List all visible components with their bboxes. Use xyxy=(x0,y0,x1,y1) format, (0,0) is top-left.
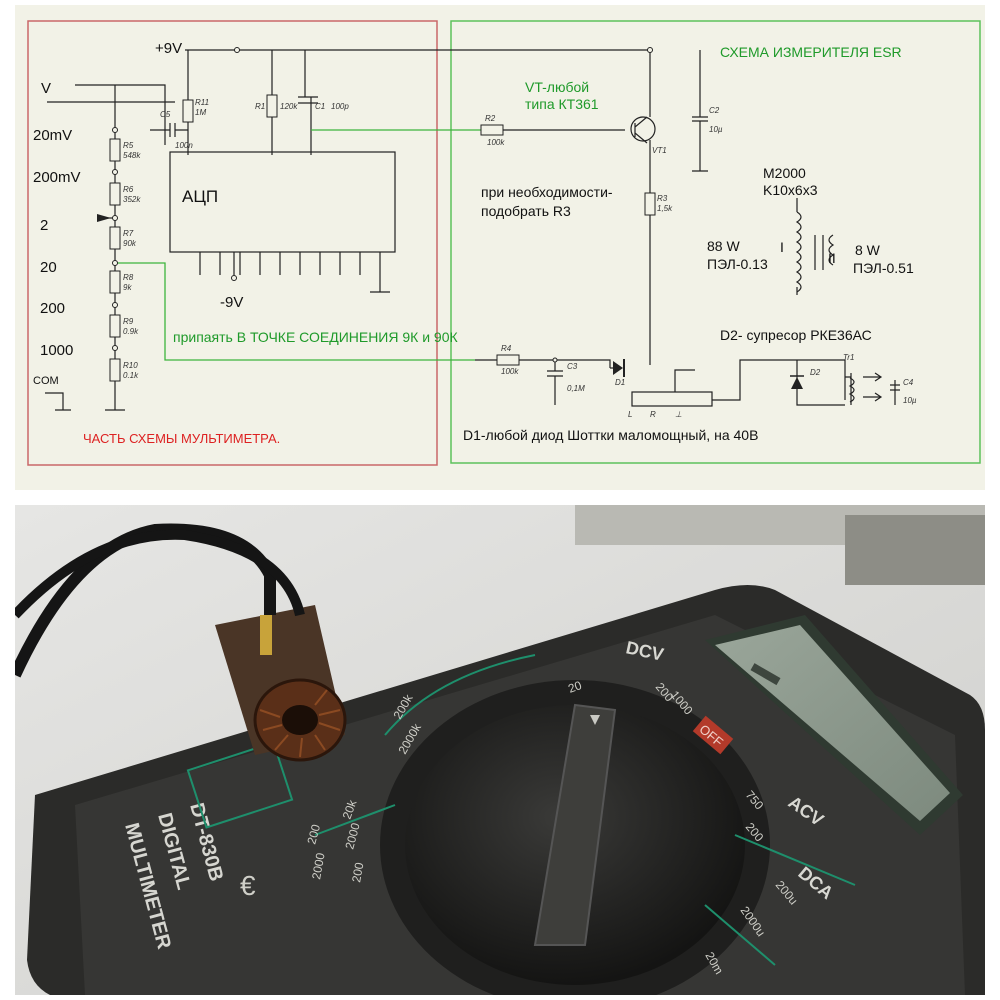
supply-minus-label: -9V xyxy=(220,294,243,311)
ohm-2000-label: 2000 xyxy=(342,821,363,851)
c4-value: 10µ xyxy=(903,396,917,405)
r5-value: 548k xyxy=(123,151,141,160)
r6-value: 352k xyxy=(123,195,141,204)
ce-mark-icon: € xyxy=(240,870,256,901)
r6-name: R6 xyxy=(123,185,134,194)
r2-value: 100k xyxy=(487,138,505,147)
vt-note-line2: типа КТ361 xyxy=(525,96,599,112)
d1-note: D1-любой диод Шоттки маломощный, на 40В xyxy=(463,427,758,443)
bottom-2000-label: 2000 xyxy=(309,851,327,880)
solder-note: припаять В ТОЧКЕ СОЕДИНЕНИЯ 9К и 90К xyxy=(173,329,458,345)
c1-value: 100p xyxy=(331,102,349,111)
bottom-200-label: 200 xyxy=(304,822,323,845)
c2-name: C2 xyxy=(709,106,720,115)
r11-value: 1M xyxy=(195,108,206,117)
adc-label: АЦП xyxy=(182,187,218,206)
multimeter-section-frame xyxy=(27,20,438,466)
lcd-display xyxy=(705,615,963,835)
jack-pin-gnd: ⊥ xyxy=(675,410,682,419)
winding2-wire: ПЭЛ-0.51 xyxy=(853,260,914,276)
r8-value: 9k xyxy=(123,283,132,292)
input-v-label: V xyxy=(41,80,51,97)
r9-value: 0.9k xyxy=(123,327,139,336)
d1-label: D1 xyxy=(615,378,625,387)
r8-name: R8 xyxy=(123,273,134,282)
winding1-roman: I xyxy=(780,239,784,255)
probe-trace-lower xyxy=(115,262,475,361)
ohm-20k-label: 20k xyxy=(340,797,360,821)
range-label-2: 2 xyxy=(40,217,48,234)
r10-name: R10 xyxy=(123,361,138,370)
core-size: K10x6x3 xyxy=(763,182,818,198)
r4-value: 100k xyxy=(501,367,519,376)
c4-name: C4 xyxy=(903,378,914,387)
hfe-socket-area xyxy=(186,741,294,829)
c5-value: 100n xyxy=(175,141,193,150)
multimeter-part-label: ЧАСТЬ СХЕМЫ МУЛЬТИМЕТРА. xyxy=(83,431,280,446)
r1-name: R1 xyxy=(255,102,265,111)
r7-name: R7 xyxy=(123,229,134,238)
c3-name: C3 xyxy=(567,362,578,371)
d2-note: D2- супресор РКЕ36АС xyxy=(720,327,872,343)
rotary-selector-knob[interactable] xyxy=(533,703,617,946)
r3-value: 1,5k xyxy=(657,204,673,213)
esr-schematic: +9V -9V V 20mV 200mV 2 20 200 1000 АЦП C… xyxy=(15,5,985,490)
c2-value: 10µ xyxy=(709,125,723,134)
winding1-wire: ПЭЛ-0.13 xyxy=(707,256,768,272)
jack-pin-l: L xyxy=(628,410,632,419)
r3-note-line2: подобрать R3 xyxy=(481,203,571,219)
jack-pin-r: R xyxy=(650,410,656,419)
d2-label: D2 xyxy=(810,368,821,377)
multimeter-photo: DCV ACV DCA 1000 200 20 750 200 200u 200… xyxy=(15,505,985,995)
range-label-1000: 1000 xyxy=(40,342,73,359)
r2-name: R2 xyxy=(485,114,496,123)
r4-name: R4 xyxy=(501,344,512,353)
dcv-20-label: 20 xyxy=(566,678,584,696)
r9-name: R9 xyxy=(123,317,134,326)
c5-name: C5 xyxy=(160,110,171,119)
winding2-roman: II xyxy=(828,250,836,266)
range-label-20mv: 20mV xyxy=(33,127,72,144)
core-type: M2000 xyxy=(763,165,806,181)
winding1-turns: 88 W xyxy=(707,238,740,254)
esr-section-frame xyxy=(450,20,981,464)
r10-value: 0.1k xyxy=(123,371,139,380)
range-label-20: 20 xyxy=(40,259,57,276)
r5-name: R5 xyxy=(123,141,134,150)
esr-adapter-module xyxy=(215,605,347,762)
r11-name: R11 xyxy=(195,98,209,107)
vt1-label: VT1 xyxy=(652,146,667,155)
esr-title: СХЕМА ИЗМЕРИТЕЛЯ ESR xyxy=(720,44,902,60)
ohm-200-label: 200 xyxy=(349,861,366,883)
c1-name: C1 xyxy=(315,102,325,111)
range-label-200mv: 200mV xyxy=(33,169,81,186)
c3-value: 0,1M xyxy=(567,384,585,393)
range-label-200: 200 xyxy=(40,300,65,317)
r7-value: 90k xyxy=(123,239,137,248)
supply-plus-label: +9V xyxy=(155,40,182,57)
winding2-turns: 8 W xyxy=(855,242,881,258)
r3-name: R3 xyxy=(657,194,668,203)
tr1-label: Tr1 xyxy=(843,353,854,362)
r1-value: 120k xyxy=(280,102,298,111)
com-label: COM xyxy=(33,375,59,387)
r3-note-line1: при необходимости- xyxy=(481,184,613,200)
vt-note-line1: VT-любой xyxy=(525,79,589,95)
